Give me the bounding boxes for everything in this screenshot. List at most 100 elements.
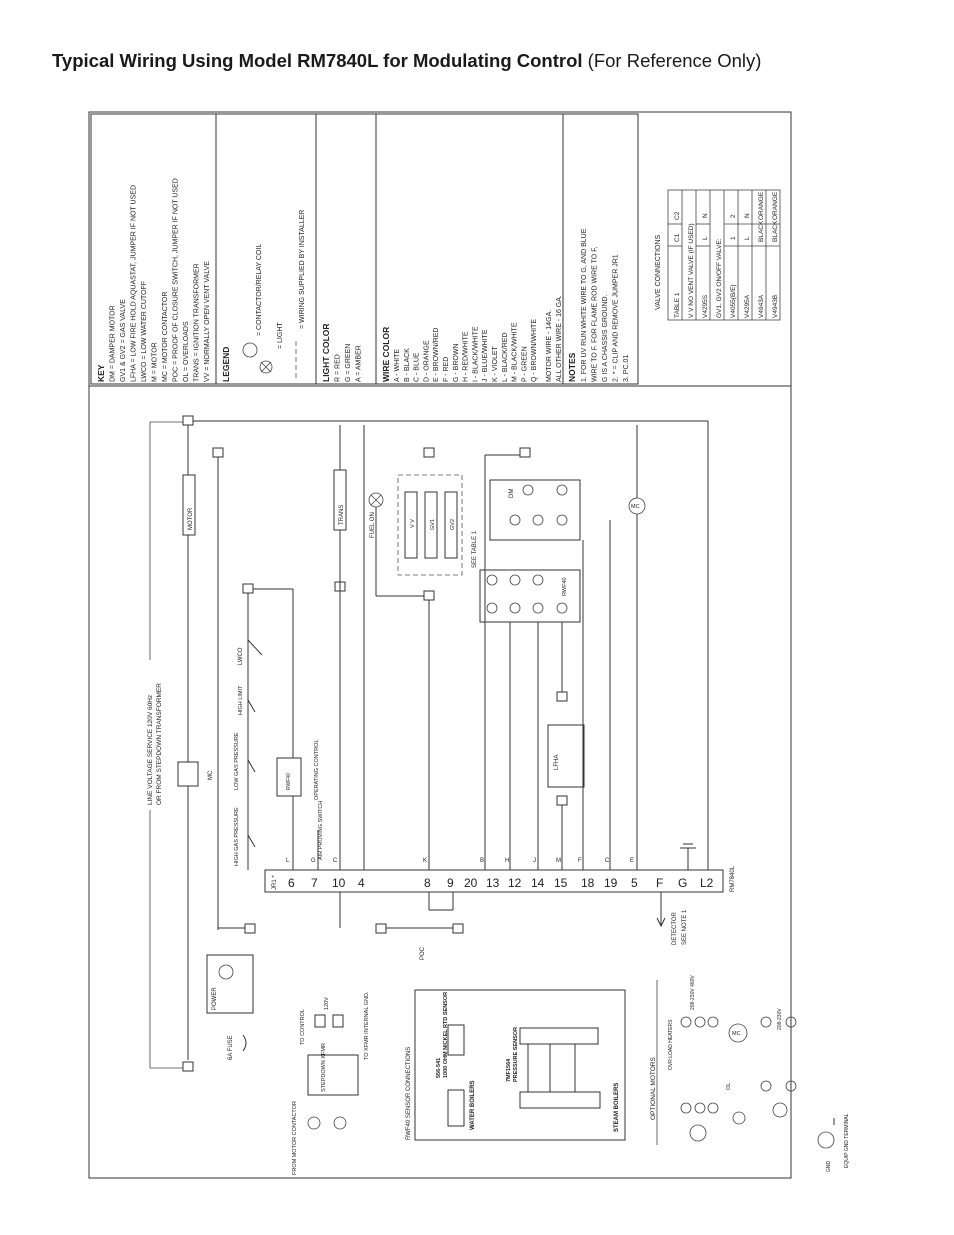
valve-row: V4055(B/E): [730, 284, 737, 318]
wire-color-line: D - ORANGE: [423, 340, 430, 382]
wire-color-line: G - BROWN: [453, 344, 460, 383]
key-line: MC = MOTOR CONTACTOR: [162, 292, 169, 382]
terminal-19: 19: [604, 876, 618, 890]
motor-label: MOTOR: [188, 507, 194, 530]
ol-label: OL: [726, 1083, 732, 1090]
wire-letter: C: [605, 858, 610, 864]
terminal-F: F: [656, 876, 663, 890]
motor-wire-note: MOTOR WIRE - 14GA.: [546, 310, 553, 382]
gnd-label: GND: [826, 1161, 832, 1173]
wire-letter: G: [311, 858, 316, 864]
valve-row: GV1, GV2 ON/OFF VALVE:: [716, 238, 723, 318]
terminal-5: 5: [631, 876, 638, 890]
wire-color-line: A - WHITE: [394, 349, 401, 382]
wire-color-line: K - VIOLET: [492, 345, 499, 382]
wire-color-line: M - BLACK/WHITE: [512, 322, 519, 382]
valve-row: N: [702, 213, 709, 218]
terminal-4: 4: [358, 876, 365, 890]
terminal-6: 6: [288, 876, 295, 890]
wire-letter: J: [533, 858, 536, 864]
valve-row: ORANGE: [772, 191, 779, 220]
rtd-model-label: 556-541: [436, 1058, 442, 1078]
gv1-label: GV1: [430, 519, 436, 530]
schematic: LINE VOLTAGE SERVICE 120V 60Hz OR FROM S…: [147, 415, 850, 1175]
valve-row: BLACK: [758, 220, 765, 242]
valve-row: L: [702, 236, 709, 240]
poc-label: POC: [420, 946, 426, 960]
terminal-7: 7: [311, 876, 318, 890]
valve-header: C2: [674, 211, 681, 220]
legend-heading: LEGEND: [221, 347, 231, 382]
key-line: LWCO = LOW WATER CUTOFF: [141, 281, 148, 382]
terminal-L2: L2: [700, 876, 714, 890]
key-panel: [90, 113, 639, 385]
notes-line: 2. * = CLIP AND REMOVE JUMPER JR1: [613, 254, 620, 382]
see-table-label: SEE TABLE 1: [472, 530, 478, 568]
terminal-14: 14: [531, 876, 545, 890]
wire-color-line: F - RED: [443, 357, 450, 382]
notes-section: NOTES 1. FOR UV RUN WHITE WIRE TO G, AND…: [567, 228, 630, 382]
power-label: POWER: [212, 987, 218, 1010]
light-color-line: G = GREEN: [345, 344, 352, 382]
wire-color-line: Q - BROWN/WHITE: [531, 319, 538, 382]
pressure-model-label: 7MF1564: [506, 1058, 512, 1082]
key-heading: KEY: [96, 364, 106, 382]
terminal-8: 8: [424, 876, 431, 890]
fuse-label: 6A FUSE: [228, 1035, 234, 1060]
mc-label: MC: [208, 770, 214, 780]
wire-color-line: P - GREEN: [521, 346, 528, 382]
valve-row: V4943B: [772, 295, 779, 318]
light-symbol-icon: [259, 360, 273, 374]
detector-label: DETECTOR: [672, 911, 678, 945]
valve-header: C1: [674, 233, 681, 242]
v120-label: 120V: [324, 997, 330, 1010]
notes-line: WIRE TO F. FOR FLAME ROD WIRE TO F,: [592, 246, 599, 382]
light-color-line: R = RED: [335, 354, 342, 382]
rwf40-op-label: RWF40: [286, 773, 292, 790]
to-xfmr-label: TO XFMR INTERNAL GND.: [364, 991, 370, 1060]
stepdown-label: OR FROM STEPDOWN TRANSFORMER: [156, 683, 163, 805]
line-voltage-label: LINE VOLTAGE SERVICE 120V 60Hz: [147, 695, 154, 805]
valve-row: V4295S: [702, 294, 709, 318]
wire-color-line: J - BLUE/WHITE: [482, 329, 489, 382]
wire-letter: H: [505, 858, 509, 864]
terminal-15: 15: [554, 876, 568, 890]
terminal-20: 20: [464, 876, 478, 890]
equip-gnd-label: EQUIP GND TERMINAL: [844, 1113, 850, 1168]
valve-header: TABLE 1: [674, 292, 681, 318]
valve-row: BLACK: [772, 220, 779, 242]
light-color-heading: LIGHT COLOR: [321, 323, 331, 382]
see-note-label: SEE NOTE 1: [682, 909, 688, 945]
gv2-label: GV2: [450, 519, 456, 530]
wire-letters: L G C K B H J M F C E: [286, 858, 634, 864]
low-gas-label: LOW GAS PRESSURE: [234, 732, 240, 790]
wire-letter: E: [630, 858, 634, 864]
key-line: TRANS = IGNITION TRANSFORMER: [194, 263, 201, 382]
sensor-conn-label: RWF40 SENSOR CONNECTIONS: [406, 1047, 412, 1140]
dm-label: DM: [509, 489, 515, 498]
notes-line: 3. PC.01: [623, 355, 630, 382]
jr1-label: JR1 *: [272, 875, 278, 890]
key-line: M = MOTOR: [152, 342, 159, 382]
valve-row: V V NO VENT VALVE (IF USED): [688, 223, 695, 318]
ovr-heaters-label: OVR LOAD HEATERS: [668, 1019, 674, 1070]
terminal-10: 10: [332, 876, 346, 890]
high-limit-label: HIGH LIMIT: [238, 685, 244, 715]
wire-letter: F: [578, 858, 582, 864]
key-line: POC = PROOF OF CLOSURE SWITCH, JUMPER IF…: [173, 178, 180, 382]
notes-line: G IS A CHASSIS GROUND.: [602, 294, 609, 382]
legend-coil: = CONTACTOR/RELAY COIL: [256, 244, 263, 336]
key-line: DM = DAMPER MOTOR: [110, 305, 117, 382]
pressure-label: PRESSURE SENSOR: [513, 1027, 519, 1082]
wire-letter: K: [423, 858, 427, 864]
from-motor-label: FROM MOTOR CONTACTOR: [292, 1101, 298, 1175]
wire-color-line: L - BLACK/RED: [502, 332, 509, 382]
terminal-labels: 6 7 10 4 8 9 20 13 12 14 15 18 19 5 F G …: [288, 876, 714, 890]
v208-label: 208-230V: [777, 1008, 783, 1030]
rtd-label: 1000 OHM NICKEL RTD SENSOR: [443, 992, 449, 1078]
light-color-line: A = AMBER: [356, 345, 363, 382]
wire-letter: M: [556, 858, 561, 864]
valve-row: L: [744, 236, 751, 240]
coil-symbol-icon: [242, 342, 258, 358]
